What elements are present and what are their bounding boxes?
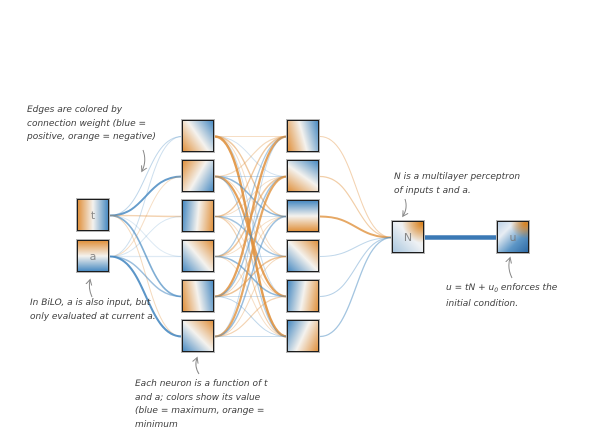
weight-edge-a-h1-5 [108,255,184,338]
weight-edge-t-h1-1 [109,175,183,217]
edges-note-arrow [142,149,145,171]
weight-edge-h1-4-h2-5 [214,296,288,337]
weight-edge-h1-5-h2-0 [214,136,288,337]
weight-edge-h2-2-N [319,215,393,239]
weight-edge-h1-5-h2-2 [214,215,288,338]
neuron-node-h1-1 [182,160,214,192]
node-label-t: t [90,208,96,222]
weight-edge-h2-0-N [319,135,393,239]
neuron-node-t: t [77,199,109,231]
neuron-note-line: Each neuron is a function of t [135,379,268,389]
neuron-node-h1-3 [182,240,214,272]
neuron-note-line: and a; colors show its value [135,392,261,403]
weight-edge-h1-1-h2-2 [214,175,288,218]
weight-edge-h1-4-h2-0 [213,135,289,298]
weight-edge-a-h1-1 [109,176,183,257]
node-label-u: u [509,230,517,244]
ic-formula-tail: enforces the [498,283,558,293]
mlp-note-line: of inputs t and a. [394,185,471,196]
ic-note: u = tN + u0 enforces the initial conditi… [446,282,557,311]
bilo-note-line: only evaluated at current a. [30,311,156,322]
weight-edge-h1-2-h2-1 [214,176,288,217]
mlp-note-line: N is a multilayer perceptron [394,172,521,182]
bilo-note: In BiLO, a is also input, but only evalu… [30,297,156,324]
weight-edge-h1-3-h2-5 [214,256,288,337]
bilo-note-line: In BiLO, a is also input, but [30,298,151,308]
annotation-arrows [89,149,513,375]
weight-edge-t-h1-2 [109,214,183,218]
weight-edge-h2-4-N [319,236,393,298]
weight-edge-h1-2-h2-0 [214,135,288,218]
weight-edge-h1-5-h2-1 [213,175,289,338]
weight-edge-h1-1-h2-0 [214,135,288,178]
neuron-node-N: N [392,221,424,253]
weight-edge-a-h1-2 [109,216,183,257]
weight-edge-h1-5-h2-3 [214,256,288,337]
ic-formula: u = tN + u [446,283,495,293]
weight-edge-a-h1-0 [109,136,183,257]
neuron-node-h2-4 [287,280,319,312]
weight-edge-a-h1-4 [109,255,183,298]
edges-note-line: positive, orange = negative) [27,132,156,142]
neuron-node-h1-4 [182,280,214,312]
neuron-note-line: (blue = maximum, orange = [135,406,265,416]
node-label-N: N [403,230,413,244]
weight-edge-h2-3-N [319,237,393,257]
bilo-note-arrow [89,280,93,298]
ic-note-line: u = tN + u0 enforces the [446,282,557,298]
weight-edge-h1-0-h2-1 [214,136,288,177]
weight-edges [108,135,500,338]
neuron-node-h1-2 [182,200,214,232]
mlp-note-arrow [403,198,406,216]
neuron-node-u: u [497,221,529,253]
neuron-note-arrow [196,358,200,375]
neuron-node-h2-2 [287,200,319,232]
weight-edge-h2-1-N [319,175,393,239]
neuron-note-line: minimum [135,419,178,430]
neuron-node-h1-5 [182,320,214,352]
weight-edge-t-h1-4 [109,214,183,298]
node-label-a: a [89,249,97,263]
neuron-node-h2-1 [287,160,319,192]
edges-note: Edges are colored by connection weight (… [27,104,156,145]
weight-edge-t-h1-3 [109,215,183,257]
neuron-node-h2-0 [287,120,319,152]
neuron-node-h1-0 [182,120,214,152]
neuron-node-h2-3 [287,240,319,272]
ic-formula-subscript: 0 [494,287,499,294]
weight-edge-h2-5-N [319,236,393,338]
neuron-node-a: a [77,240,109,272]
mlp-note: N is a multilayer perceptron of inputs t… [394,171,520,198]
edges-note-line: Edges are colored by [27,105,123,115]
ic-note-arrow [509,258,513,279]
weight-edge-t-h1-0 [109,136,183,216]
weight-edge-h1-5-h2-4 [214,295,288,338]
neuron-note: Each neuron is a function of t and a; co… [135,378,268,432]
edges-note-line: connection weight (blue = [27,118,147,129]
ic-note-line: initial condition. [446,298,519,309]
neuron-node-h2-5 [287,320,319,352]
